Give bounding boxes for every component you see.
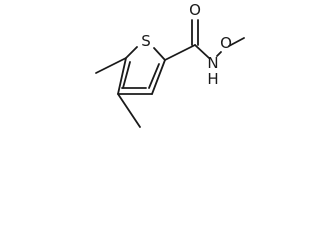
- bond-c2-carbonyl-c: [164, 44, 196, 61]
- bond-c4-c5-inner: [122, 61, 131, 89]
- atom-nitrogen-hydrogen-label: H: [207, 70, 218, 88]
- atom-nitrogen-label: N: [207, 54, 218, 72]
- bond-c2-c3: [151, 59, 166, 95]
- bond-o-methyl: [228, 37, 245, 47]
- atom-methoxy-oxygen-label: O: [220, 34, 232, 52]
- bond-n-o: [216, 51, 222, 57]
- atom-carbonyl-oxygen-label: O: [189, 1, 201, 19]
- atom-sulfur-label: S: [141, 32, 151, 50]
- bond-c4-c5: [117, 57, 127, 95]
- bond-carbonyl-c-n: [194, 44, 210, 59]
- bond-c5-s: [125, 46, 138, 59]
- bond-s-c2: [153, 47, 166, 61]
- structure-diagram: S O N H O: [95, 1, 245, 128]
- bond-c4-methyl: [117, 93, 141, 128]
- bond-c5-methyl: [95, 57, 127, 74]
- bond-c2-c3-inner: [148, 63, 160, 89]
